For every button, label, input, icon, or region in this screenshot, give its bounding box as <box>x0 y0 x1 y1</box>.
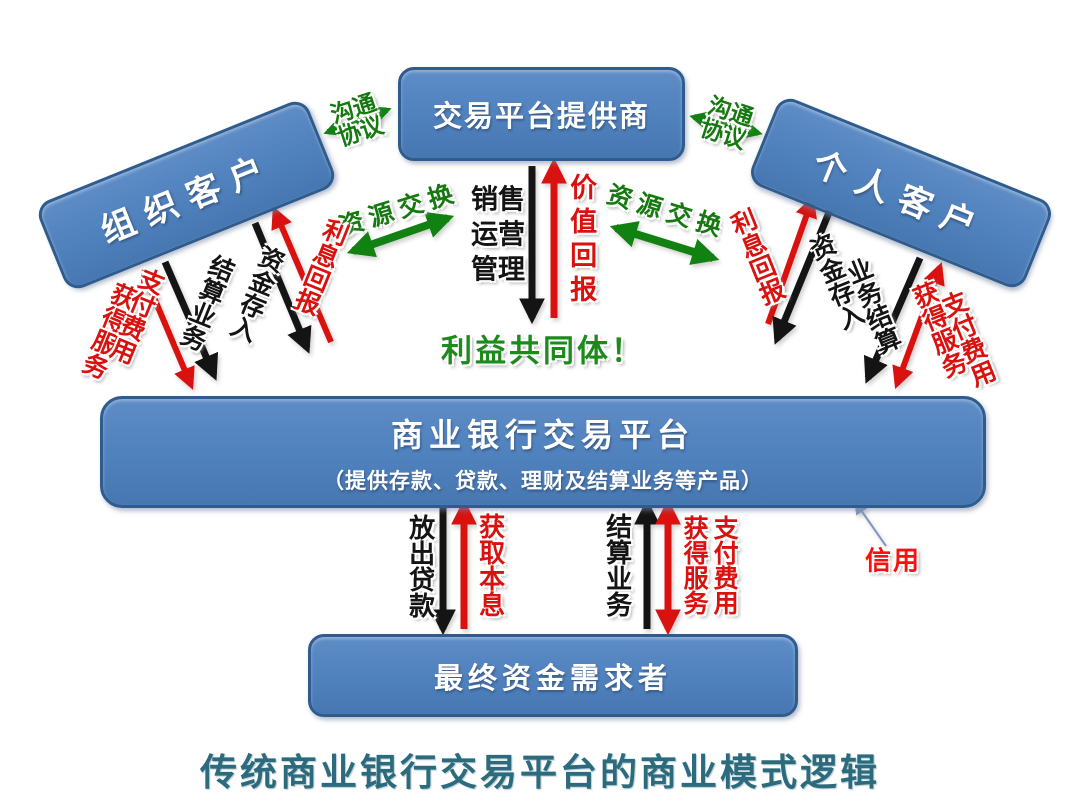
platform-subtitle: （提供存款、贷款、理财及结算业务等产品） <box>323 468 763 493</box>
platform-title: 商业银行交易平台 <box>390 416 695 453</box>
arrow-communication-right <box>689 110 763 140</box>
community-of-interest-label: 利益共同体！ <box>441 333 645 369</box>
arrow-resource-exchange-left <box>346 211 455 258</box>
provider-title: 交易平台提供商 <box>432 101 650 133</box>
sales-ops-management-label: 销售运营管理 <box>470 184 525 285</box>
box-trading-platform-provider: 交易平台提供商 <box>398 67 685 161</box>
arrow-left-interest-up <box>271 206 334 344</box>
collect-principal-interest-label: 获取本息 <box>475 513 506 617</box>
arrow-right-service-fee-double <box>892 261 945 390</box>
bottom-pay-fee-label: 支付费用 <box>710 515 739 615</box>
credit-label: 信用 <box>864 545 922 576</box>
arrow-left-service-fee-double <box>140 269 195 390</box>
arrow-resource-exchange-right <box>609 221 720 265</box>
arrow-left-deposit-down <box>251 221 312 354</box>
bottom-settlement-label: 结算业务 <box>602 513 633 617</box>
arrow-left-settlement-down <box>161 260 219 381</box>
arrow-communication-left <box>323 105 392 137</box>
value-return-label: 价值回报 <box>566 173 597 309</box>
loan-out-label: 放出贷款 <box>405 514 436 618</box>
arrow-right-interest-up <box>765 194 817 326</box>
arrow-right-deposit-down <box>772 208 834 345</box>
credit-pointer-arrow <box>854 500 887 547</box>
diagram-caption: 传统商业银行交易平台的商业模式逻辑 <box>200 753 880 794</box>
box-final-fund-demander: 最终资金需求者 <box>308 634 798 717</box>
fund-demander-title: 最终资金需求者 <box>433 662 672 695</box>
box-commercial-bank-platform: 商业银行交易平台 （提供存款、贷款、理财及结算业务等产品） <box>100 396 986 508</box>
bottom-get-service-label: 获得服务 <box>680 515 709 615</box>
